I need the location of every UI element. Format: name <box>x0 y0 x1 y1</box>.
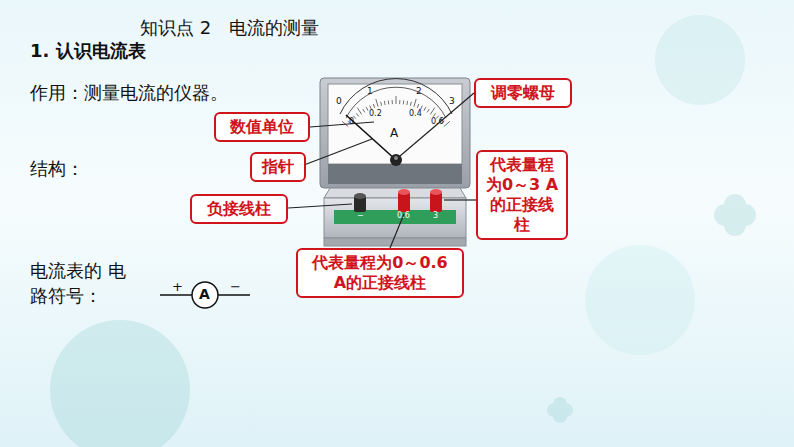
callout-text: 指针 <box>258 157 298 177</box>
scale-tick <box>406 101 408 105</box>
scale-tick <box>424 107 426 111</box>
polarity-sign: − <box>230 279 241 295</box>
symbol-letter: A <box>199 286 210 304</box>
callout-text: 数值单位 <box>222 117 302 137</box>
note-text: 作用：测量电流的仪器。 <box>30 82 228 105</box>
scale-number: 3 <box>449 96 455 107</box>
callout-box: 代表量程为0～0.6 A的正接线柱 <box>296 248 464 298</box>
scale-number: 0 <box>349 117 354 127</box>
scale-tick <box>414 99 416 107</box>
note-text: 电流表的 电路符号： <box>30 258 130 308</box>
scale-tick <box>384 101 386 105</box>
scale-tick <box>356 113 358 116</box>
callout-box: 数值单位 <box>214 112 310 142</box>
scale-tick <box>403 101 404 105</box>
callout-text: 代表量程为0～3 A的正接线柱 <box>484 155 560 235</box>
scale-number: 0.4 <box>409 109 422 119</box>
scale-tick <box>366 107 368 111</box>
scale-tick <box>427 109 429 112</box>
scale-tick <box>380 102 382 106</box>
scale-tick <box>357 108 361 115</box>
section-heading: 1. 认识电流表 <box>30 40 146 63</box>
scale-tick <box>430 108 434 115</box>
scale-tick <box>396 96 397 104</box>
scale-number: 0 <box>336 96 342 107</box>
terminal-mark: − <box>357 211 364 221</box>
callout-box: 负接线柱 <box>190 194 288 224</box>
scale-tick <box>421 106 423 110</box>
scale-tick <box>370 106 372 110</box>
scale-tick <box>399 100 400 104</box>
callout-text: 调零螺母 <box>482 83 564 103</box>
callout-text: 代表量程为0～0.6 A的正接线柱 <box>304 253 456 293</box>
scale-tick <box>417 104 418 108</box>
scale-number: 1 <box>367 86 373 97</box>
callout-box: 代表量程为0～3 A的正接线柱 <box>476 150 568 240</box>
scale-number: 0.2 <box>369 109 382 119</box>
unit-letter: A <box>390 126 398 141</box>
scale-tick <box>363 109 365 112</box>
polarity-sign: + <box>172 279 183 295</box>
callout-text: 负接线柱 <box>198 199 280 219</box>
scale-number: 2 <box>416 86 422 97</box>
scale-tick <box>388 101 389 105</box>
terminal-mark: 3 <box>433 211 438 221</box>
scale-number: 0.6 <box>431 117 444 127</box>
callout-box: 调零螺母 <box>474 78 572 108</box>
scale-tick <box>392 100 393 104</box>
scale-tick <box>444 121 450 126</box>
scale-tick <box>376 99 378 107</box>
slide-title: 知识点 2 电流的测量 <box>140 16 319 40</box>
callout-box: 指针 <box>250 152 306 182</box>
scale-tick <box>410 102 412 106</box>
note-text: 结构： <box>30 158 84 181</box>
scale-tick <box>373 104 374 108</box>
scale-tick <box>433 113 435 116</box>
terminal-mark: 0.6 <box>397 211 410 221</box>
